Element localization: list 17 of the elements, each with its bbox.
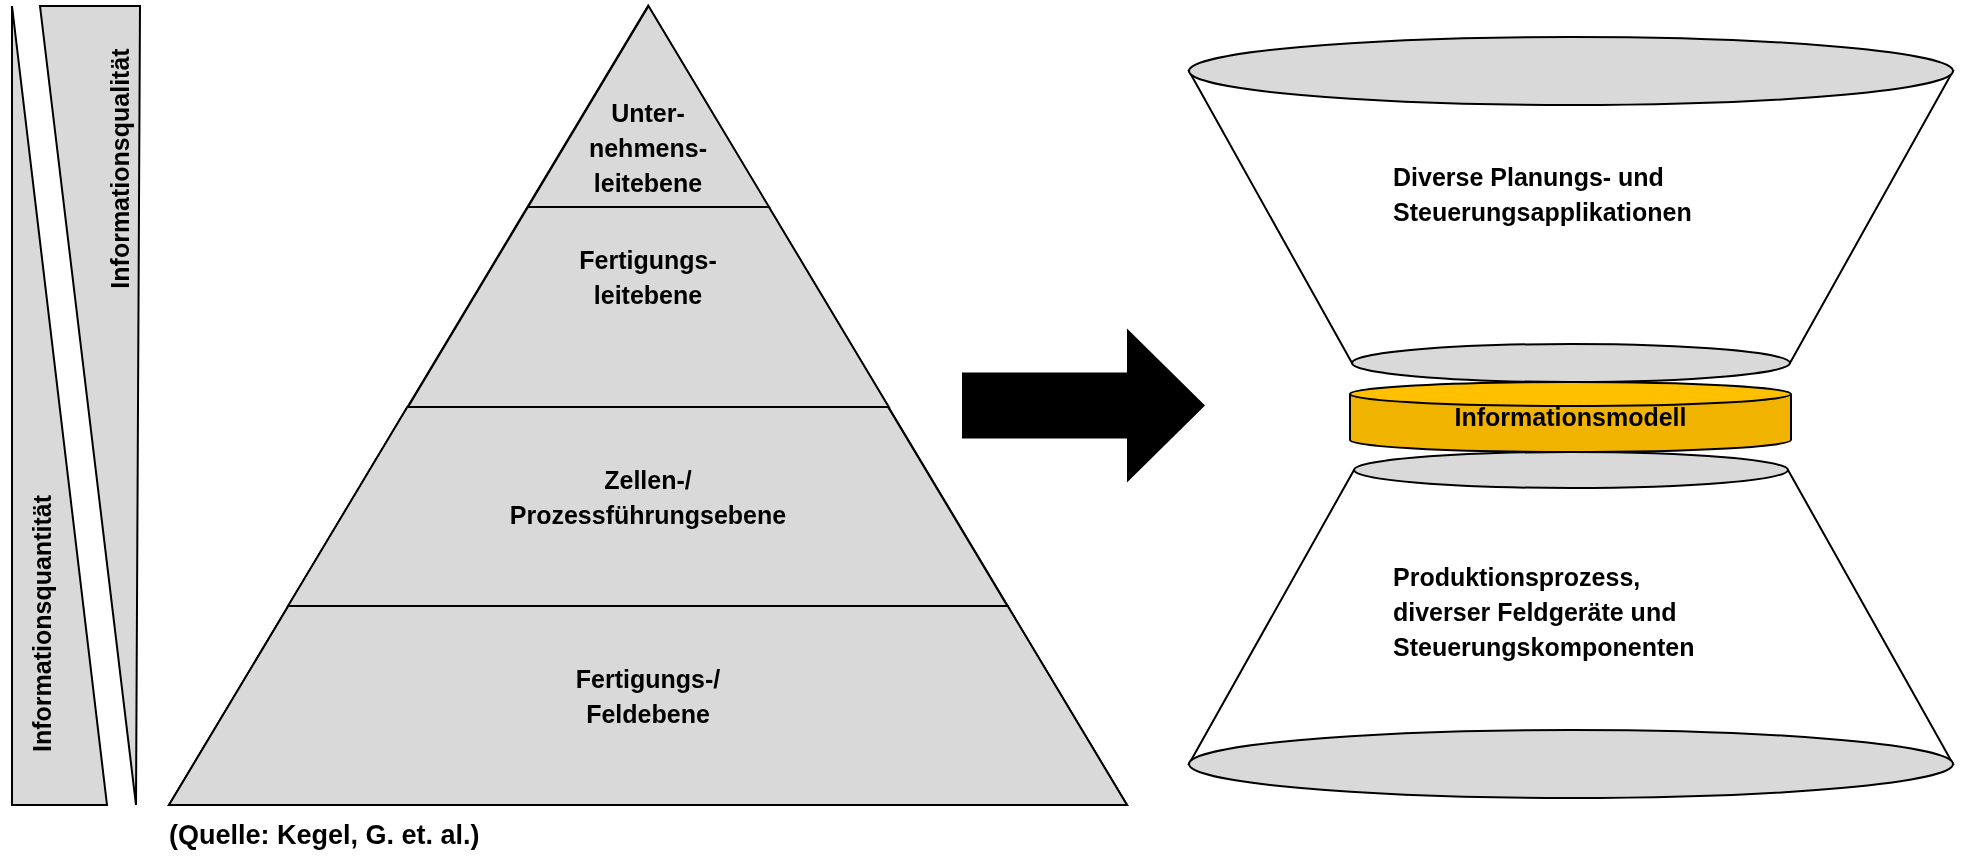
node-label: Fertigungs- leitebene — [578, 245, 718, 311]
node-label: Informationsmodell — [1453, 402, 1688, 433]
caption: (Quelle: Kegel, G. et. al.) — [169, 819, 480, 852]
rotated-label: Informationsquantität — [26, 494, 57, 754]
pyramid-level — [288, 407, 1008, 606]
node-label: Fertigungs-/ Feldebene — [574, 664, 722, 730]
cylinder-disc — [1350, 382, 1791, 453]
pyramid-drawing — [169, 6, 1127, 805]
block-arrow — [962, 328, 1205, 483]
pyramid-level — [407, 207, 889, 407]
pyramid-level — [169, 606, 1127, 805]
node-label: Produktionsprozess, diverser Feldgeräte und Steuerungskomponenten — [1393, 562, 1696, 663]
node-label: Diverse Planungs- und Steuerungsapplikationen — [1393, 162, 1693, 228]
rotated-label: Informationsqualität — [104, 47, 135, 291]
node-label: Unter- nehmens- leitebene — [587, 98, 709, 199]
node-label: Zellen-/ Prozessführungsebene — [508, 465, 788, 531]
wedge-bar — [12, 6, 107, 805]
